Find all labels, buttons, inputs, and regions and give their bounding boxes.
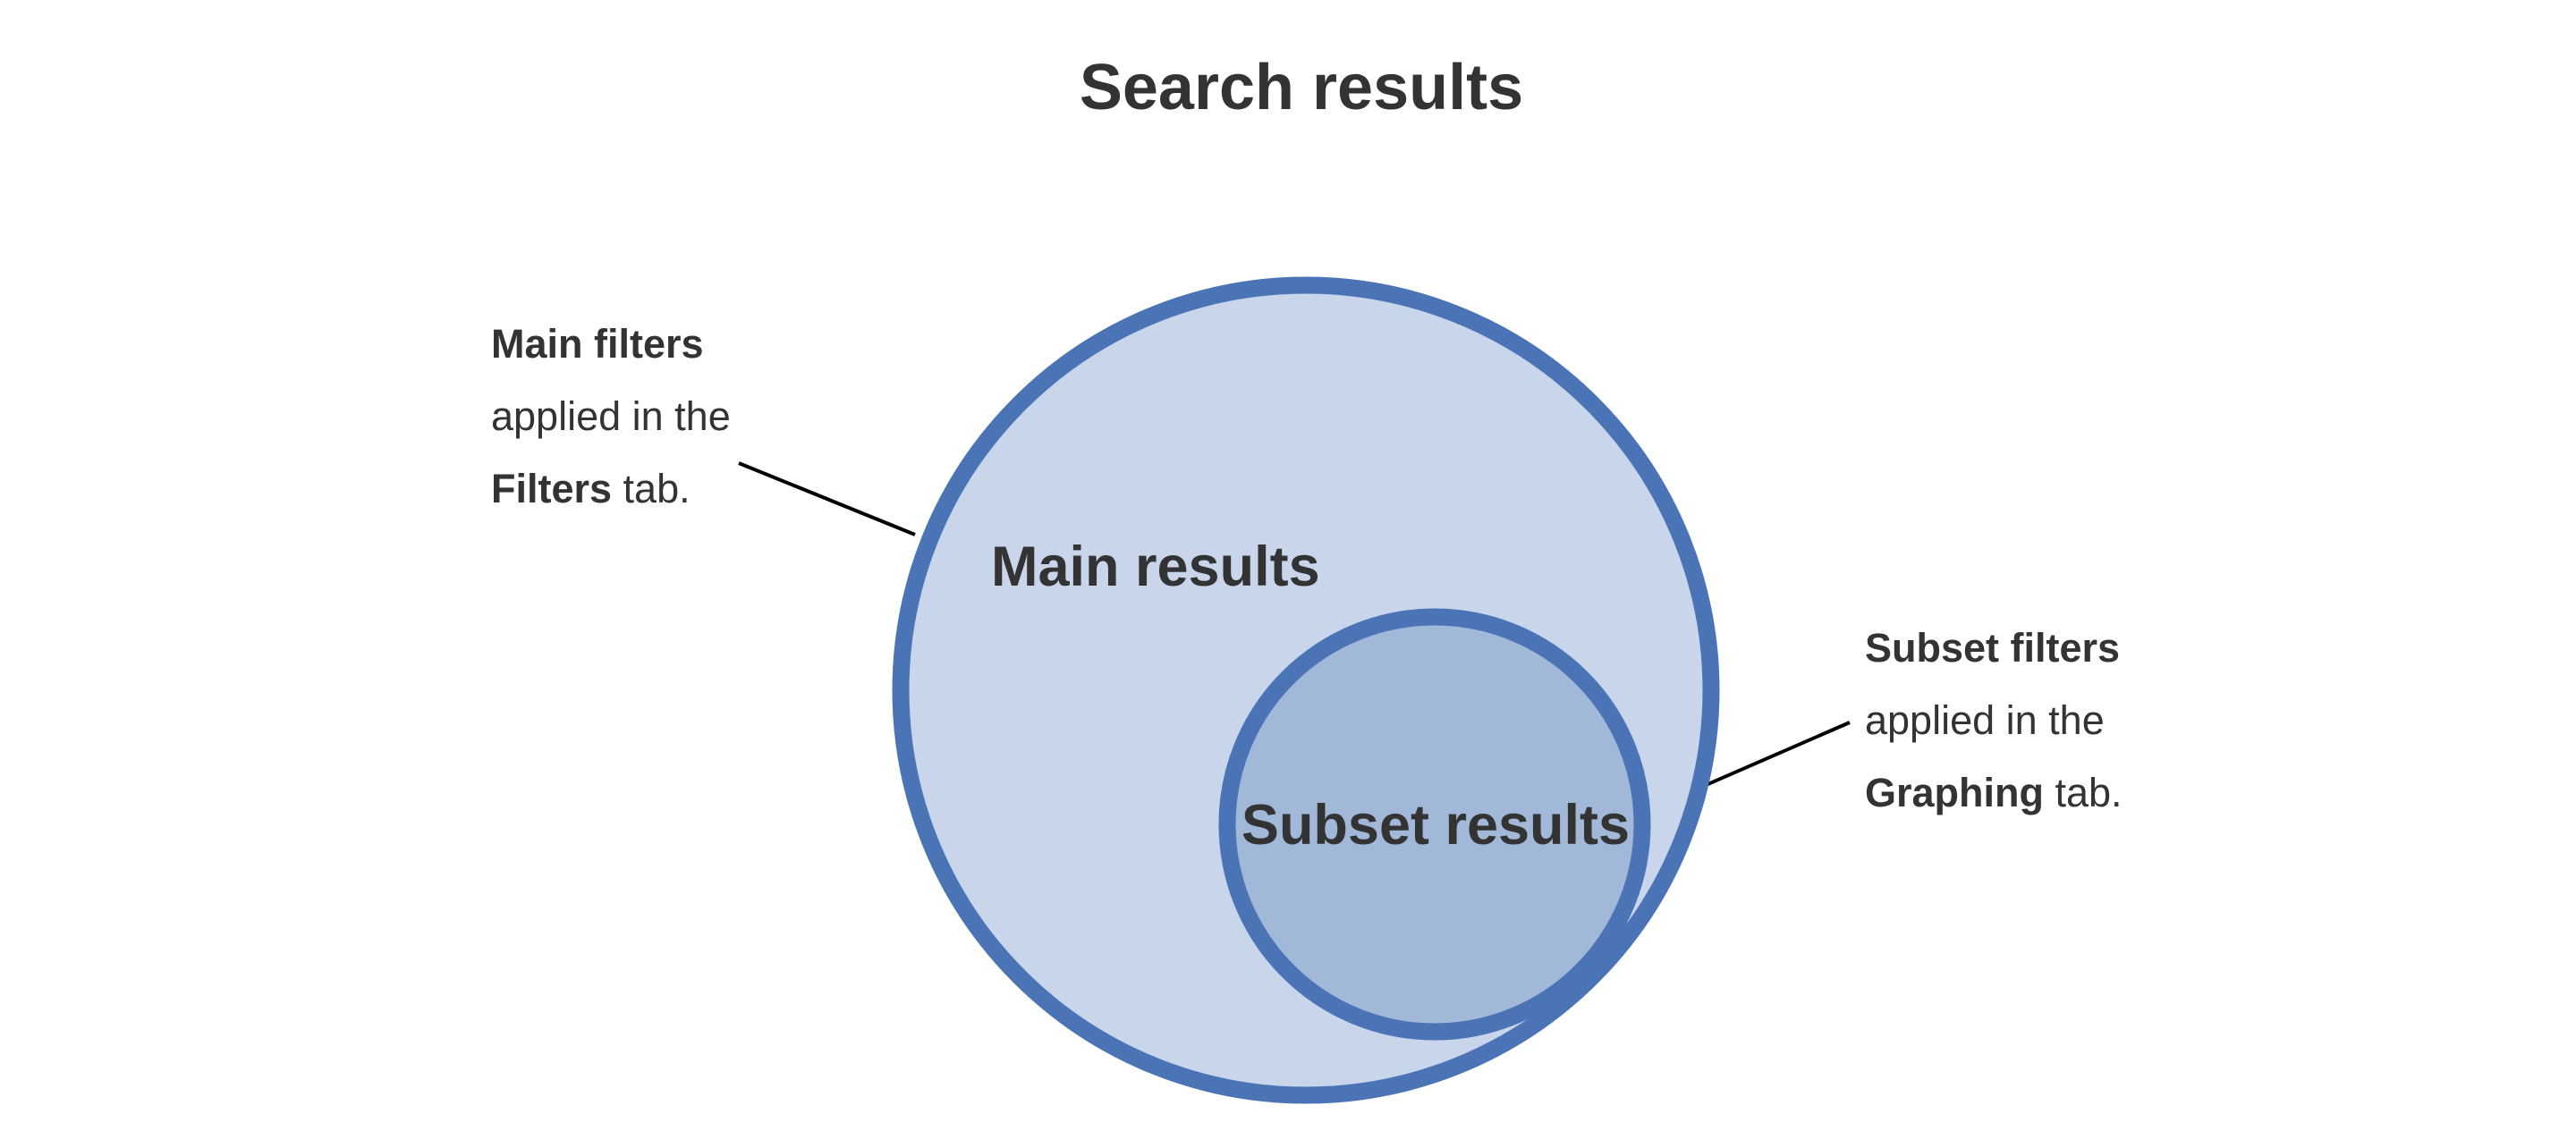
graphing-tab-name: Graphing xyxy=(1865,770,2044,815)
subset-results-label: Subset results xyxy=(1241,794,1630,857)
main-results-label: Main results xyxy=(991,536,1320,598)
subset-filters-heading: Subset filters xyxy=(1865,625,2121,671)
main-filters-heading: Main filters xyxy=(491,321,704,367)
main-filters-applied-text: applied in the xyxy=(491,393,731,439)
main-filters-leader-line xyxy=(738,461,916,536)
subset-filters-tab-suffix: tab. xyxy=(2044,770,2123,815)
page-title: Search results xyxy=(1079,52,1524,123)
main-filters-callout: Main filters applied in the Filters tab. xyxy=(491,308,731,525)
filters-tab-name: Filters xyxy=(491,466,613,511)
subset-results-circle xyxy=(1218,608,1651,1041)
main-filters-tab-suffix: tab. xyxy=(612,466,691,511)
subset-filters-applied-text: applied in the xyxy=(1865,697,2105,743)
subset-filters-callout: Subset filters applied in the Graphing t… xyxy=(1865,612,2123,829)
